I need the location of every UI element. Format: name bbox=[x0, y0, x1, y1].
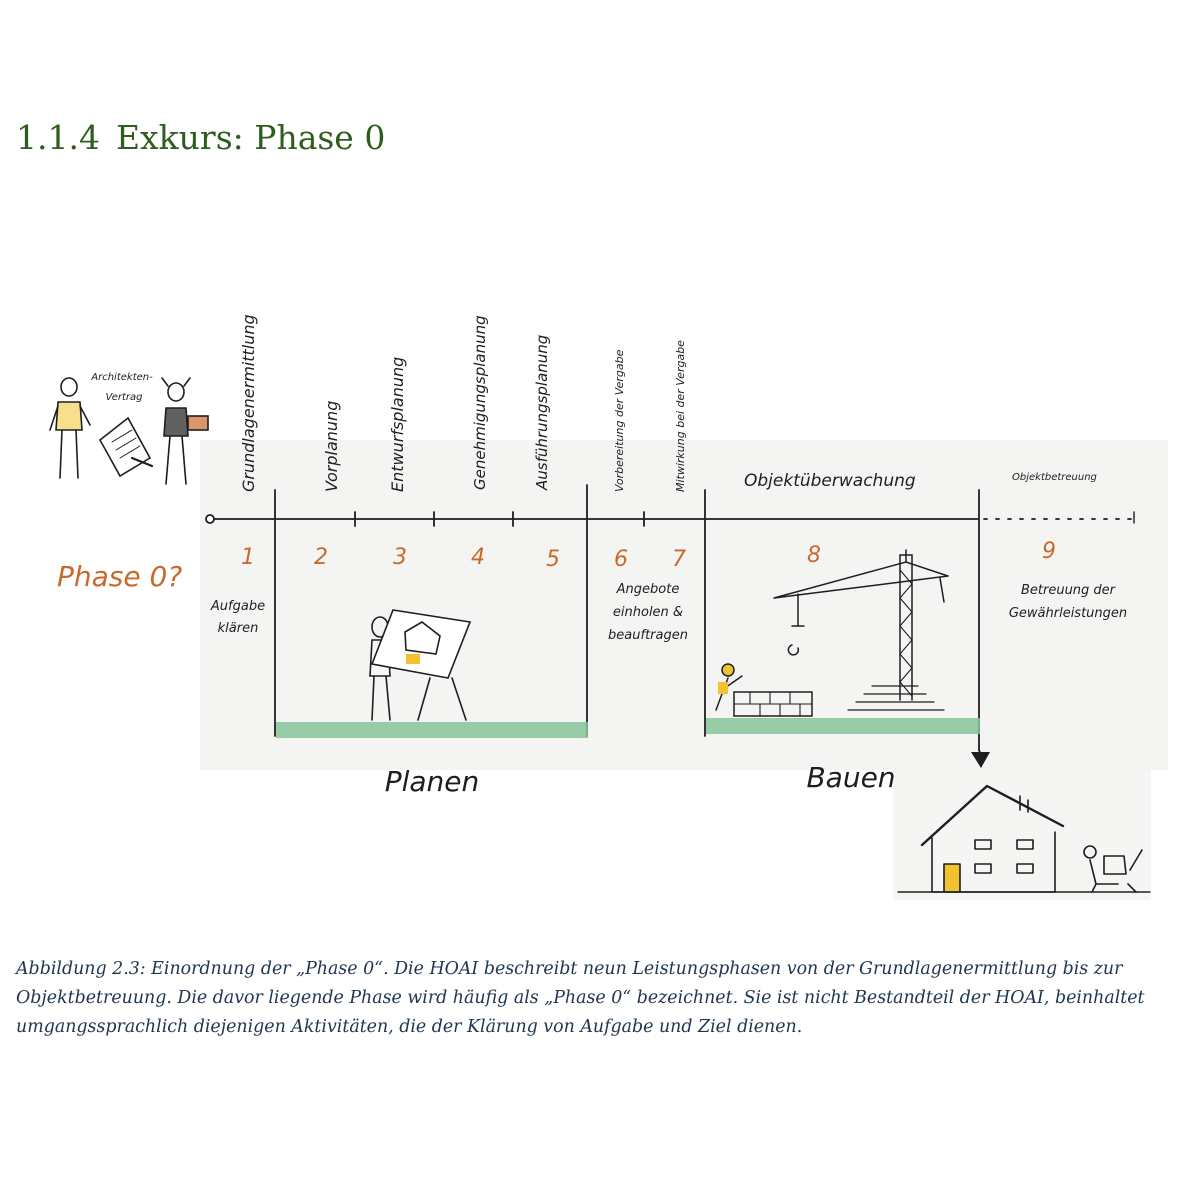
phase-number-1: 1 bbox=[241, 545, 255, 570]
timeline bbox=[205, 484, 1135, 756]
note-phase1-line1: Aufgabe bbox=[210, 599, 265, 614]
paper-background bbox=[200, 440, 1168, 770]
house-window-2 bbox=[1016, 839, 1034, 850]
phase-name-3: Entwurfsplanung bbox=[388, 357, 407, 492]
construction-illustration bbox=[715, 549, 949, 717]
figure-caption: Abbildung 2.3: Einordnung der „Phase 0“.… bbox=[16, 959, 1145, 1037]
contract-lines bbox=[111, 429, 141, 459]
house-window-3 bbox=[974, 863, 992, 874]
timeline-start-point bbox=[205, 514, 215, 524]
section-label-bauen: Bauen bbox=[806, 761, 895, 794]
architect-right-head bbox=[167, 382, 185, 402]
phase-name-5: Ausführungsplanung bbox=[533, 335, 551, 491]
drawing-house-sketch bbox=[404, 621, 441, 655]
section-label-planen: Planen bbox=[385, 765, 480, 798]
drawing-board-illustration bbox=[369, 609, 472, 721]
phase-name-2: Vorplanung bbox=[322, 401, 341, 492]
house-door bbox=[943, 863, 961, 893]
building-foundation bbox=[847, 685, 945, 711]
arrow-down-icon bbox=[971, 752, 990, 768]
brick-joints bbox=[733, 691, 813, 717]
phase-diagram-svg: Architekten- Vertrag Grundlagenermittlun… bbox=[49, 314, 1168, 900]
note-phase9-line2: Gewährleistungen bbox=[1009, 606, 1127, 621]
house-roof bbox=[920, 784, 1065, 847]
contract-paper bbox=[98, 416, 152, 478]
crane-tower-lattice bbox=[899, 569, 913, 697]
phase-number-3: 3 bbox=[393, 545, 407, 570]
phase-number-6: 6 bbox=[614, 547, 628, 572]
phase-number-7: 7 bbox=[672, 547, 686, 572]
contract-illustration bbox=[49, 377, 209, 485]
section-number: 1.1.4 bbox=[16, 118, 100, 157]
resident-head bbox=[1083, 845, 1097, 859]
note-phase67-line1: Angebote bbox=[616, 582, 680, 597]
contract-label-line1: Architekten- bbox=[90, 372, 153, 383]
resident-chair bbox=[1127, 849, 1143, 893]
architect-left-arms bbox=[49, 405, 91, 431]
phase-name-9: Objektbetreuung bbox=[1012, 472, 1097, 483]
drawing-board-stand bbox=[417, 677, 467, 721]
brick-wall bbox=[733, 691, 813, 717]
phase-name-6: Vorbereitung der Vergabe bbox=[613, 349, 626, 492]
house-illustration bbox=[897, 784, 1151, 893]
drawing-board bbox=[370, 609, 472, 679]
crane-hook bbox=[787, 644, 800, 656]
phase-name-4: Genehmigungsplanung bbox=[471, 315, 489, 490]
architect-right-hair bbox=[161, 377, 191, 387]
architect-left-head bbox=[60, 377, 78, 397]
architect-right-legs bbox=[165, 435, 187, 485]
house-paper-background bbox=[893, 770, 1151, 900]
resident-box bbox=[1103, 855, 1127, 875]
worker-head bbox=[721, 663, 735, 677]
crane-counter-cable bbox=[939, 577, 945, 603]
worker-vest bbox=[718, 682, 728, 694]
phase-diagram: Architekten- Vertrag Grundlagenermittlun… bbox=[0, 280, 1200, 920]
phase-name-8: Objektüberwachung bbox=[744, 471, 916, 491]
house-chimney bbox=[1019, 795, 1029, 813]
house-window-4 bbox=[1016, 863, 1034, 874]
planner-legs bbox=[371, 675, 391, 721]
architect-left-legs bbox=[59, 429, 79, 479]
note-phase67-line2: einholen & bbox=[613, 605, 683, 620]
drawing-yellow-mark bbox=[406, 654, 420, 664]
note-phase1-line2: klären bbox=[218, 621, 259, 636]
resident-body bbox=[1089, 859, 1119, 893]
phase-zero-label: Phase 0? bbox=[57, 560, 182, 593]
architect-right-folder bbox=[187, 415, 209, 431]
phase-number-9: 9 bbox=[1042, 539, 1056, 564]
contract-label-line2: Vertrag bbox=[105, 392, 142, 403]
planen-ground-strip bbox=[276, 722, 588, 738]
house-window-1 bbox=[974, 839, 992, 850]
note-phase67-line3: beauftragen bbox=[608, 628, 688, 643]
phase-number-8: 8 bbox=[807, 543, 821, 568]
note-phase9-line1: Betreuung der bbox=[1021, 583, 1117, 598]
phase-name-7: Mitwirkung bei der Vergabe bbox=[674, 340, 687, 492]
architect-right-body bbox=[163, 407, 189, 437]
phase-number-2: 2 bbox=[314, 545, 328, 570]
phase-number-4: 4 bbox=[471, 545, 485, 570]
timeline-ticks bbox=[354, 511, 645, 527]
architect-left-body bbox=[55, 401, 83, 431]
bauen-ground-strip bbox=[706, 718, 980, 734]
crane-cable bbox=[791, 593, 805, 627]
phase-name-1: Grundlagenermittlung bbox=[239, 314, 258, 492]
phase-number-5: 5 bbox=[546, 547, 560, 572]
section-title: Exkurs: Phase 0 bbox=[115, 118, 386, 157]
contract-pen bbox=[130, 456, 154, 468]
section-heading: 1.1.4 Exkurs: Phase 0 bbox=[16, 118, 385, 157]
